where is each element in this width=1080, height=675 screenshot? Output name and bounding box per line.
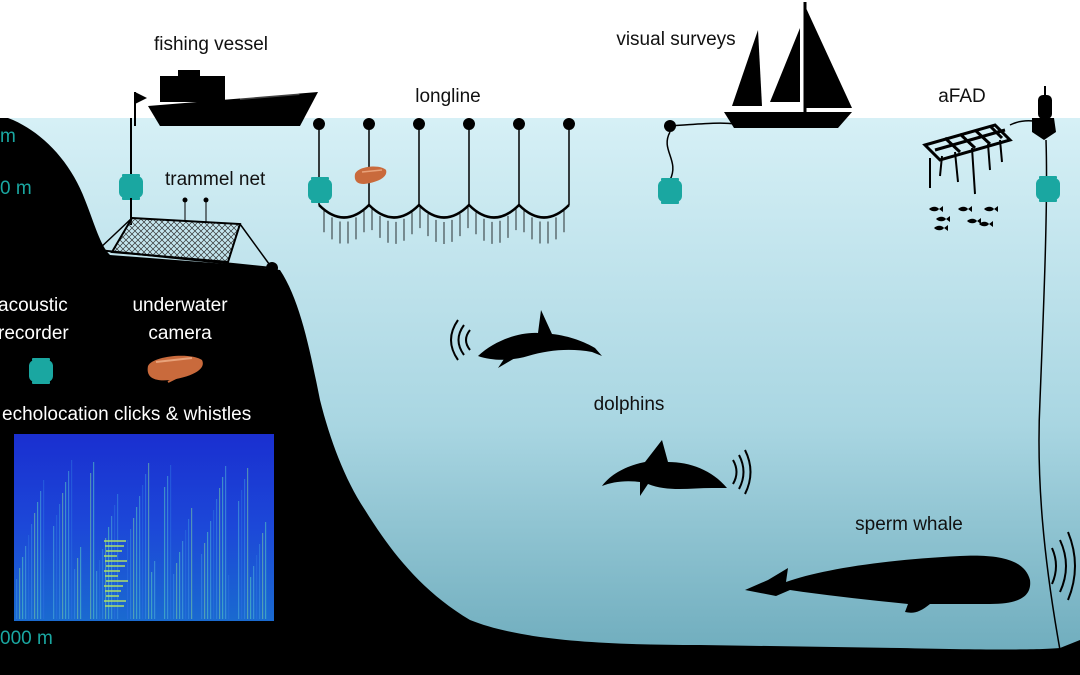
- recorder-icon: [119, 174, 143, 200]
- trammel-net-icon: [92, 197, 278, 274]
- longline-label: longline: [415, 86, 481, 107]
- sperm-whale-icon: [745, 555, 1031, 613]
- longline-float: [313, 118, 325, 130]
- recorder-icon: [658, 178, 682, 204]
- dolphin-icon: [478, 310, 602, 368]
- sperm-whale-label: sperm whale: [855, 514, 963, 535]
- recorder-icon: [308, 177, 332, 203]
- longline-float: [563, 118, 575, 130]
- acoustic-recorder-label: acoustic recorder: [0, 295, 69, 344]
- spectrogram: [14, 434, 274, 621]
- afad-mooring-line: [1038, 139, 1061, 651]
- sailboat-icon: [724, 2, 852, 128]
- depth-label-surface: m: [0, 126, 16, 147]
- sound-waves-icon: [732, 449, 752, 495]
- afad-label: aFAD: [938, 86, 986, 107]
- recorder-icon: [1036, 176, 1060, 202]
- survey-tow-line: [669, 122, 736, 127]
- visual-surveys-label: visual surveys: [616, 29, 736, 50]
- fishing-vessel-label: fishing vessel: [153, 34, 269, 55]
- dolphin-icon: [602, 440, 727, 496]
- sound-waves-icon: [1051, 531, 1076, 601]
- depth-label-middle: 0 m: [0, 178, 32, 199]
- depth-label-bottom: 000 m: [0, 628, 53, 649]
- camera-icon: [354, 166, 387, 184]
- sound-waves-icon: [450, 319, 471, 361]
- dolphins-label: dolphins: [593, 394, 665, 415]
- fishing-vessel-icon: [134, 70, 318, 126]
- underwater-camera-label: underwater camera: [132, 295, 228, 344]
- legend-recorder-icon: [29, 358, 53, 384]
- trammel-net-label: trammel net: [165, 169, 266, 190]
- afad-icon: [922, 86, 1056, 195]
- legend-camera-icon: [147, 355, 203, 383]
- spectrogram-title: echolocation clicks & whistles: [2, 404, 252, 425]
